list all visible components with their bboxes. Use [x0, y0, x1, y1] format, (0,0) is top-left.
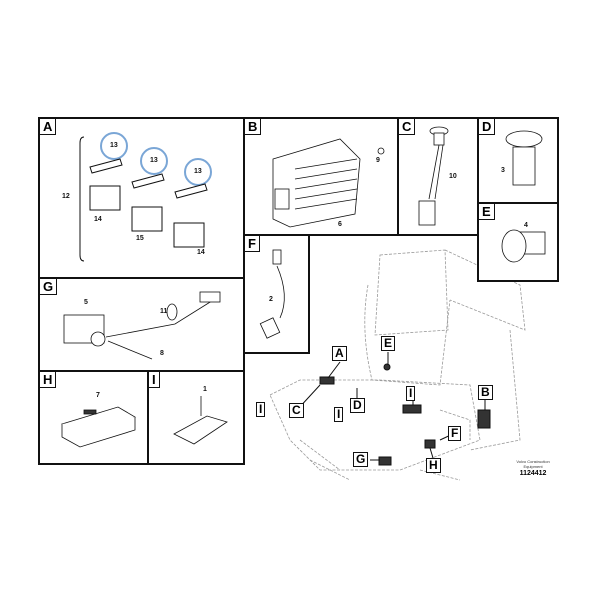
panel-a: A 13 13 13 12 14 15 14: [38, 117, 245, 279]
overview-tag-g[interactable]: G: [353, 452, 369, 467]
callout-13: 13: [150, 157, 158, 164]
outlet-drawing: [501, 229, 546, 263]
panel-tag: G: [40, 279, 58, 295]
panel-tag: E: [479, 204, 495, 220]
panel-h: H 7: [38, 370, 149, 465]
overview-tag-h[interactable]: H: [426, 458, 441, 473]
cable-harness-drawing: [259, 249, 285, 339]
sensor-harness-drawing: [63, 291, 221, 360]
overview-tag-a[interactable]: A: [332, 346, 347, 361]
panel-tag: H: [40, 372, 57, 388]
panel-i: I 1: [147, 370, 245, 465]
brand-text: Volvo Construction Equipment: [516, 459, 550, 469]
callout-7: 7: [96, 392, 100, 399]
callout-14: 14: [197, 249, 205, 256]
control-unit-drawing: [272, 138, 385, 228]
callout-9: 9: [376, 157, 380, 164]
overview-tag-c[interactable]: C: [289, 403, 304, 418]
overview-tag-i[interactable]: I: [334, 407, 344, 422]
overview-tag-i[interactable]: I: [406, 386, 416, 401]
cable-switch-drawing: [418, 126, 449, 226]
overview-tag-e[interactable]: E: [381, 336, 396, 351]
switch-blank-drawing: [79, 132, 212, 262]
panel-c: C 10: [397, 117, 479, 236]
panel-d: D 3: [477, 117, 559, 204]
drawing-number: 1124412: [519, 470, 547, 477]
overview-tag-i[interactable]: I: [256, 402, 266, 417]
overview-tag-f[interactable]: F: [448, 426, 462, 441]
panel-b: B 9 6: [243, 117, 399, 236]
panel-tag: F: [245, 236, 260, 252]
callout-13: 13: [194, 168, 202, 175]
panel-tag: D: [479, 119, 496, 135]
panel-tag: I: [149, 372, 160, 388]
panel-tag: A: [40, 119, 57, 135]
callout-1: 1: [203, 386, 207, 393]
panel-e: E 4: [477, 202, 559, 282]
panel-g: G 5 11 8: [38, 277, 245, 372]
panel-f: F 2: [243, 234, 310, 354]
callout-10: 10: [449, 173, 457, 180]
callout-12: 12: [62, 193, 70, 200]
callout-14: 14: [94, 216, 102, 223]
socket-drawing: [505, 130, 543, 186]
switch-panel-drawing: [61, 406, 136, 448]
callout-4: 4: [524, 222, 528, 229]
panel-tag: B: [245, 119, 262, 135]
callout-6: 6: [338, 221, 342, 228]
callout-11: 11: [160, 308, 168, 315]
callout-8: 8: [160, 350, 164, 357]
callout-15: 15: [136, 235, 144, 242]
overview-tag-d[interactable]: D: [350, 398, 365, 413]
callout-3: 3: [501, 167, 505, 174]
callout-13: 13: [110, 142, 118, 149]
overview-tag-b[interactable]: B: [478, 385, 493, 400]
callout-2: 2: [269, 296, 273, 303]
blank-cover-drawing: [173, 396, 228, 445]
callout-5: 5: [84, 299, 88, 306]
panel-tag: C: [399, 119, 416, 135]
